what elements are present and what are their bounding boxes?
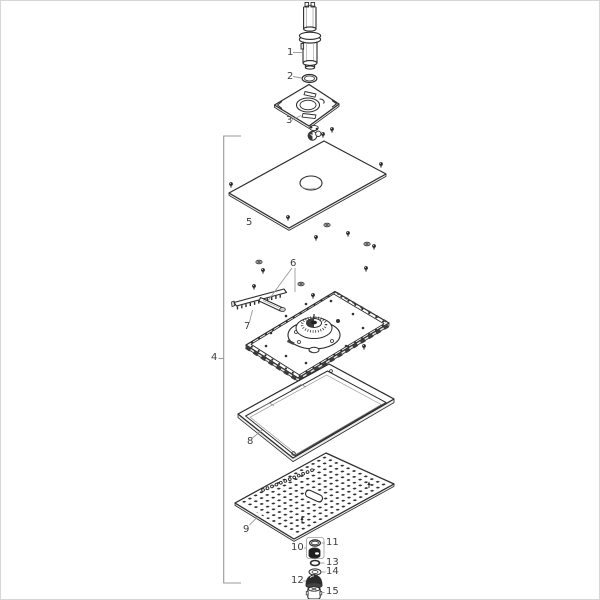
part-label-2: 2: [287, 71, 294, 82]
supply-pipe: [303, 2, 317, 32]
mounting-clamp-cluster: [307, 124, 322, 141]
part-7-manifold: [231, 288, 288, 312]
part-label-10: 10: [291, 542, 304, 553]
body-assembly: [245, 290, 390, 382]
part-9-spray-plate: [234, 452, 395, 542]
part-label-11: 11: [326, 537, 339, 548]
part-label-3: 3: [286, 115, 293, 126]
part-3-escutcheon: [273, 83, 340, 129]
part-label-9: 9: [243, 524, 250, 535]
part-label-12: 12: [291, 575, 304, 586]
part-label-1: 1: [287, 47, 294, 58]
part-label-14: 14: [326, 566, 339, 577]
part-label-15: 15: [326, 586, 339, 597]
part-label-13: 13: [326, 557, 339, 568]
part-label-5: 5: [246, 217, 253, 228]
ball-joint: [287, 314, 341, 354]
part-1-connector-sleeve: [298, 31, 322, 70]
group-bracket-4: [218, 135, 241, 584]
part-label-8: 8: [247, 436, 254, 447]
part-5-top-cover: [228, 140, 387, 231]
part-label-6: 6: [290, 258, 297, 269]
screw: [329, 126, 335, 134]
part-2-o-ring: [301, 73, 318, 84]
part-8-frame-tray: [237, 363, 395, 463]
part-label-7: 7: [244, 321, 251, 332]
small-parts-stack: [305, 537, 325, 599]
leader-lines: [249, 52, 326, 593]
orientation-arrows: [300, 481, 371, 523]
part-label-4: 4: [211, 352, 218, 363]
